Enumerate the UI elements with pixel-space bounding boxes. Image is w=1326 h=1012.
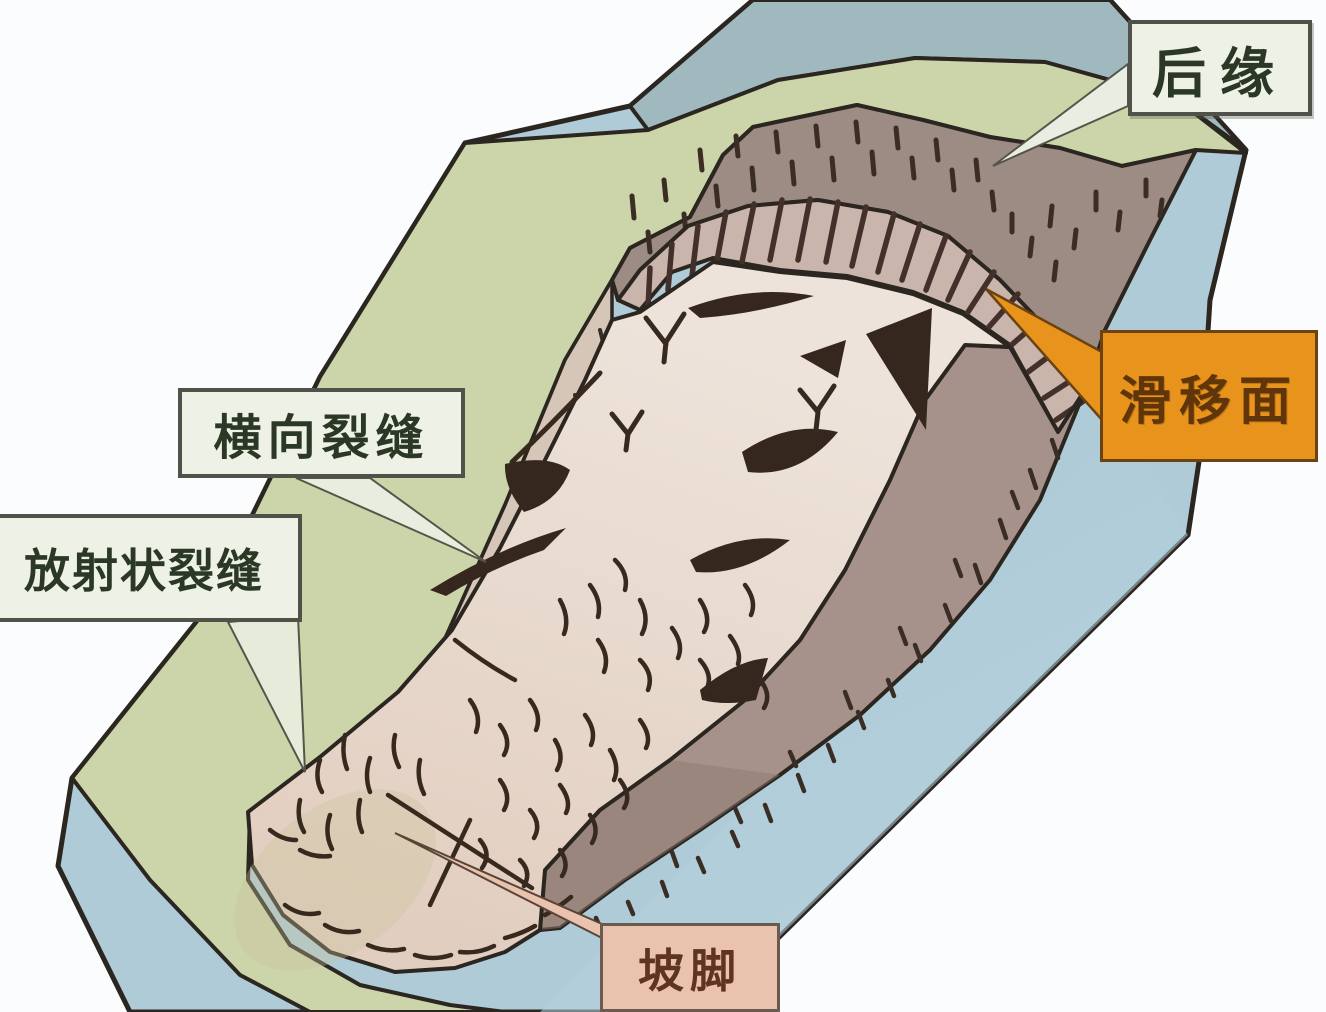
rear-scarp-wall (610, 103, 1198, 392)
label-slip-surface: 滑移面 (1100, 330, 1318, 462)
scarp-hatch-marks (629, 119, 1165, 283)
label-rear-edge: 后缘 (1128, 20, 1312, 116)
label-rear-edge-text: 后缘 (1152, 40, 1288, 105)
label-radial-cracks-text: 放射状裂缝 (24, 544, 264, 598)
label-transverse-cracks-text: 横向裂缝 (213, 410, 430, 466)
label-slope-toe: 坡脚 (600, 923, 780, 1012)
toe-tan-patch (234, 789, 436, 971)
label-slip-surface-text: 滑移面 (1118, 370, 1299, 432)
radial-crack-marks (267, 557, 770, 961)
striation-lines (645, 196, 1091, 423)
slide-mass (234, 260, 1012, 974)
y-shaped-cracks (509, 311, 837, 465)
label-radial-cracks: 放射状裂缝 (0, 514, 302, 622)
transverse-crack-wedges (430, 292, 932, 703)
side-wall-shadow (540, 760, 780, 930)
label-transverse-cracks: 横向裂缝 (178, 388, 465, 478)
transverse-cracks-pointer (295, 477, 487, 563)
label-slope-toe-text: 坡脚 (638, 943, 742, 998)
